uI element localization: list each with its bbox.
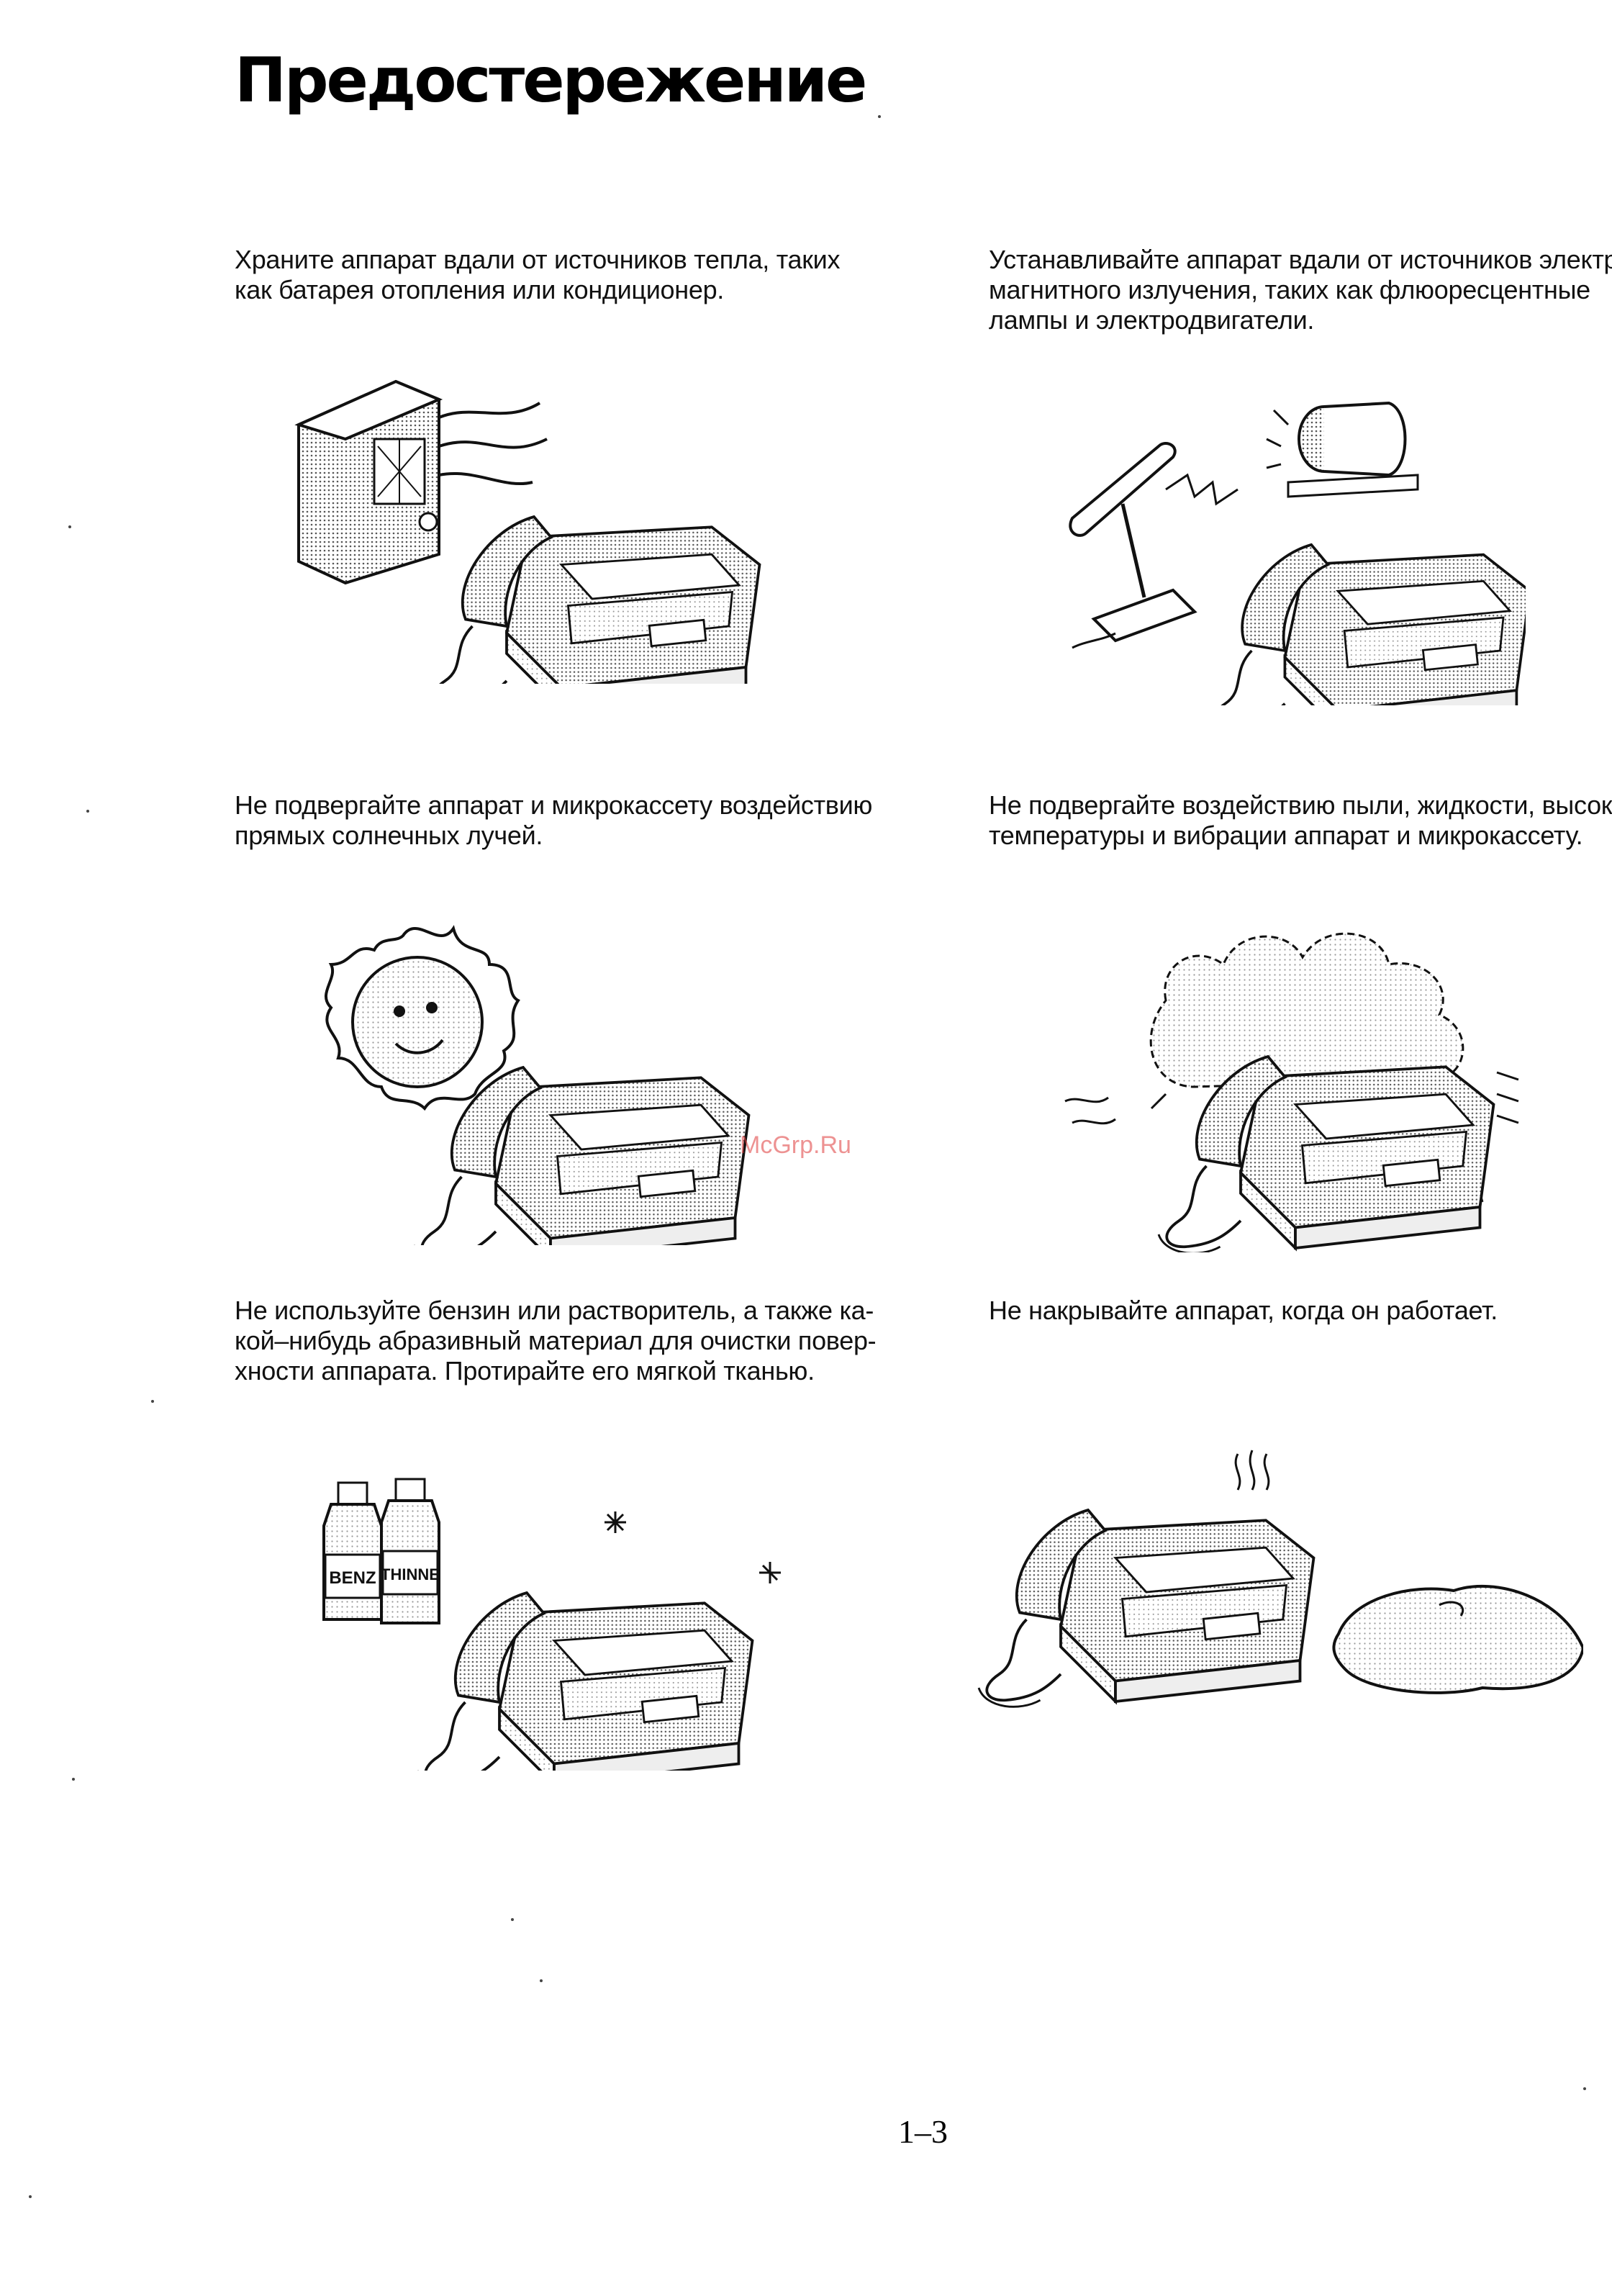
- thinner-bottle-icon: THINNE: [380, 1478, 440, 1624]
- bottle-label-thinne: THINNE: [381, 1565, 440, 1583]
- scan-speck: [86, 810, 89, 813]
- caption-heat: Храните аппарат вдали от источников тепл…: [235, 245, 841, 304]
- caption-solvent: Не используйте бензин или растворитель, …: [235, 1296, 877, 1386]
- caption-cover: Не накрывайте аппарат, когда он работает…: [989, 1296, 1498, 1325]
- lamp-motor-illustration: [1051, 381, 1526, 705]
- page-number: 1–3: [898, 2113, 948, 2150]
- scan-speck: [151, 1400, 154, 1403]
- scan-speck: [68, 525, 71, 528]
- bottle-label-benz: BENZ: [329, 1568, 376, 1588]
- dust-vibration-illustration: [1051, 907, 1540, 1252]
- caption-sun: Не подвергайте аппарат и микрокассету во…: [235, 790, 873, 850]
- caption-dust: Не подвергайте воздействию пыли, жидкост…: [989, 790, 1612, 850]
- caption-emi: Устанавливайте аппарат вдали от источник…: [989, 245, 1612, 335]
- scan-speck: [540, 1979, 543, 1982]
- scan-speck: [1583, 2087, 1586, 2090]
- scan-speck: [511, 1918, 514, 1921]
- page-title: Предостережение: [235, 45, 867, 117]
- solvent-bottles-illustration: BENZ THINNE: [309, 1468, 813, 1771]
- heater-illustration: [288, 367, 806, 684]
- cloth-cover-illustration: [964, 1439, 1583, 1742]
- scan-speck: [72, 1778, 75, 1781]
- sun-illustration: [295, 914, 799, 1245]
- scan-speck: [878, 115, 881, 118]
- benzine-bottle-icon: BENZ: [322, 1481, 383, 1621]
- watermark: McGrp.Ru: [740, 1131, 851, 1159]
- scan-speck: [29, 2195, 32, 2198]
